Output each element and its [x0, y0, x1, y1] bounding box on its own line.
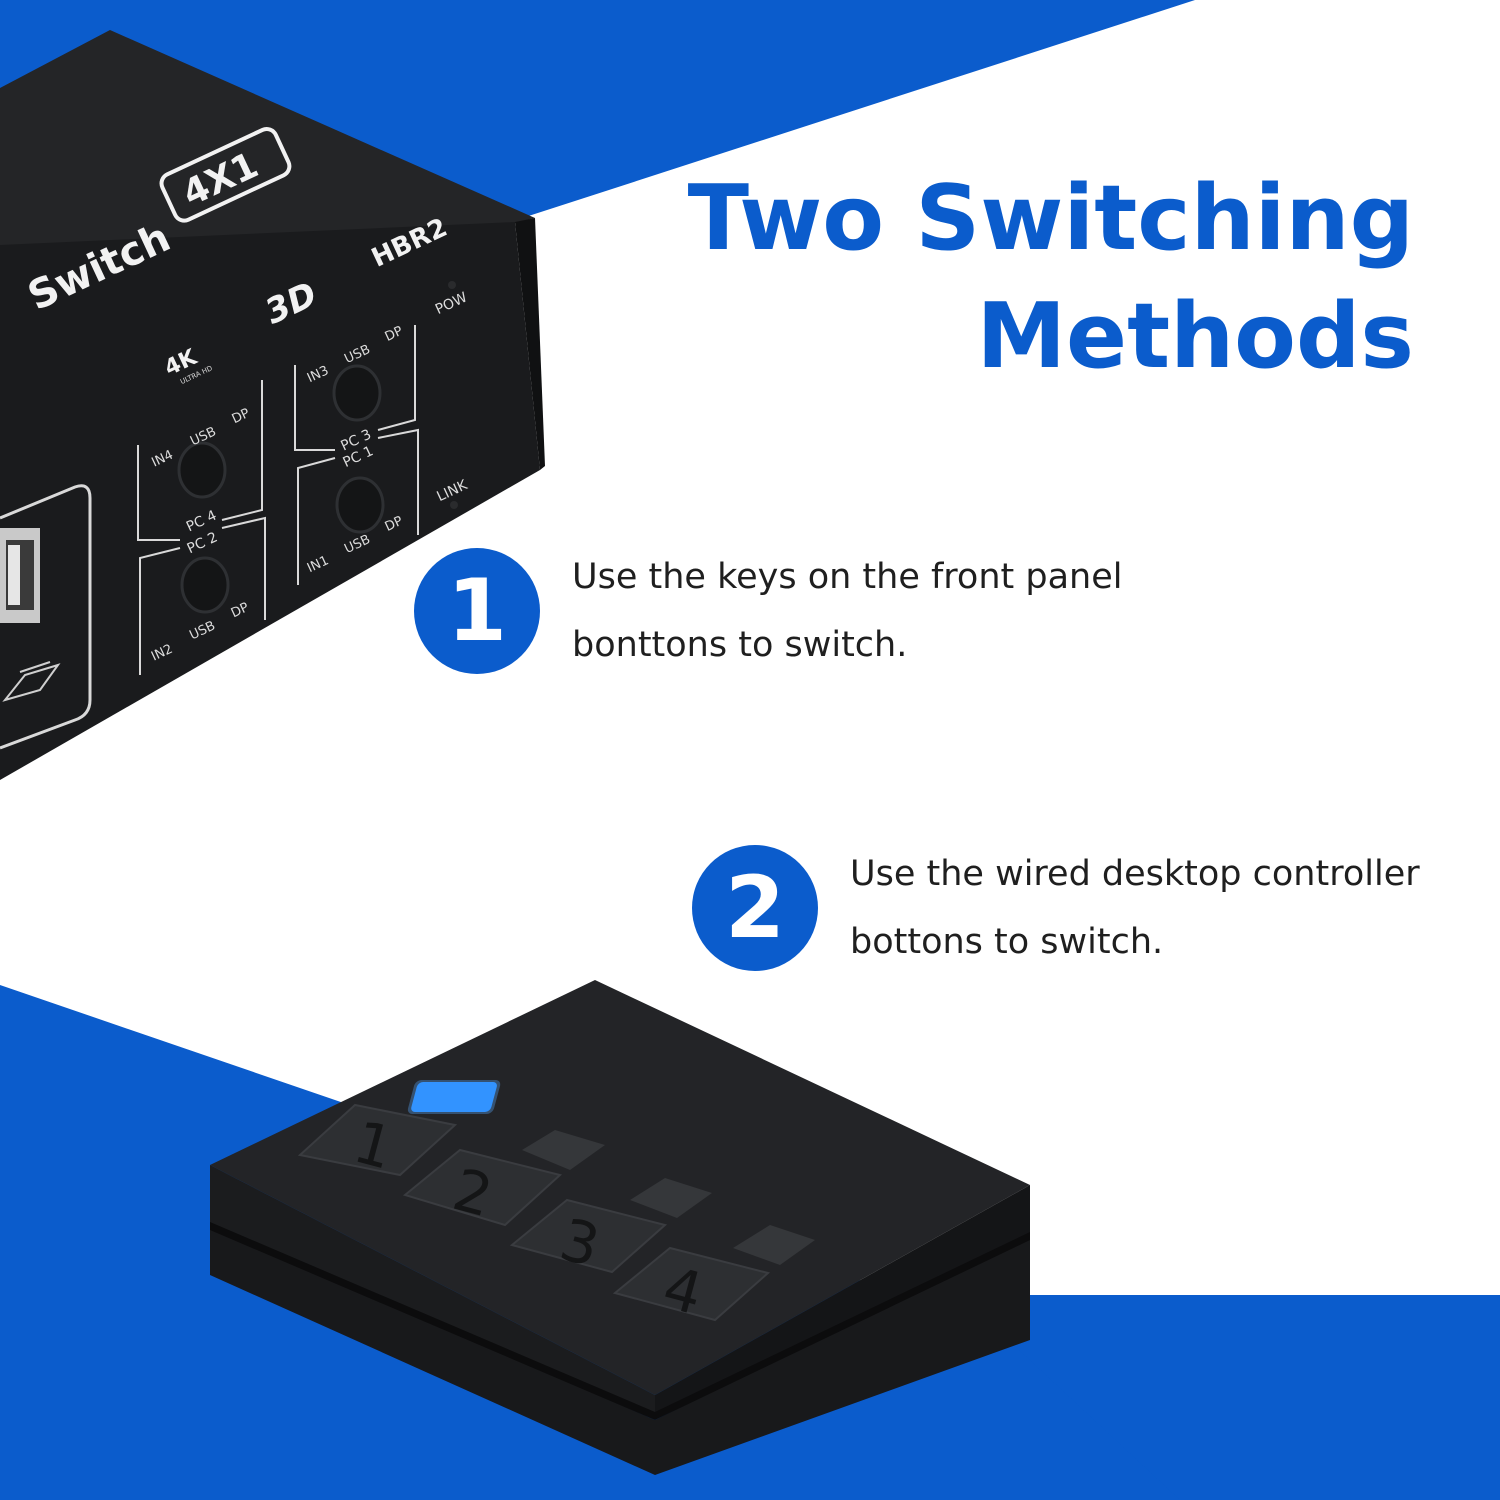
controller-top-face: [210, 980, 1030, 1395]
kvm-pow-led: [448, 281, 456, 289]
controller-led-4: [733, 1225, 815, 1265]
controller-right-edge: [655, 1185, 1030, 1412]
controller-led-3: [630, 1178, 712, 1218]
page-title: Two Switching Methods: [514, 160, 1414, 396]
kvm-top-face: [0, 30, 535, 268]
kvm-dp2-label: DP: [229, 600, 252, 621]
kvm-dp3-label: DP: [383, 324, 406, 345]
method-1-line-1: Use the keys on the front panel: [572, 557, 1123, 597]
kvm-dp4-label: DP: [230, 406, 253, 427]
method-2-description: Use the wired desktop controller bottons…: [850, 840, 1420, 976]
kvm-usb-panel: [0, 484, 92, 750]
method-1: 1 Use the keys on the front panel bontto…: [414, 543, 1122, 679]
kvm-front-face: [0, 222, 540, 780]
controller-key-4[interactable]: 4: [612, 1246, 771, 1328]
method-2-line-2: bottons to switch.: [850, 922, 1164, 962]
controller-key-1[interactable]: 1: [297, 1103, 458, 1183]
controller-led-2: [522, 1130, 605, 1170]
method-2-line-1: Use the wired desktop controller: [850, 854, 1420, 894]
kvm-button-pc3[interactable]: [332, 364, 382, 422]
controller-active-led: [411, 1082, 497, 1112]
kvm-dp1-label: DP: [383, 514, 406, 535]
controller-bottom-shell: [210, 1225, 1030, 1475]
controller-key-3[interactable]: 3: [509, 1198, 668, 1280]
controller-front-edge: [210, 1165, 655, 1412]
method-2: 2 Use the wired desktop controller botto…: [692, 840, 1420, 976]
kvm-link-led: [450, 501, 458, 509]
kvm-side-edge: [515, 218, 545, 470]
method-1-number-badge: 1: [414, 548, 540, 674]
method-1-line-2: bonttons to switch.: [572, 625, 908, 665]
kvm-port-group-pc4: PC 4 IN4 USB DP: [137, 380, 263, 541]
bottom-right-blue-band: [960, 1295, 1500, 1500]
controller-key-2[interactable]: 2: [402, 1148, 563, 1230]
title-line-1: Two Switching: [687, 166, 1414, 271]
kvm-button-pc2[interactable]: [180, 556, 230, 614]
kvm-model-badge: [159, 127, 292, 223]
method-1-description: Use the keys on the front panel bonttons…: [572, 543, 1122, 679]
kvm-button-pc1[interactable]: [335, 476, 385, 534]
title-line-2: Methods: [976, 284, 1414, 389]
method-2-number-badge: 2: [692, 845, 818, 971]
keyboard-mouse-icon: [2, 661, 61, 702]
kvm-button-pc4[interactable]: [177, 441, 227, 499]
